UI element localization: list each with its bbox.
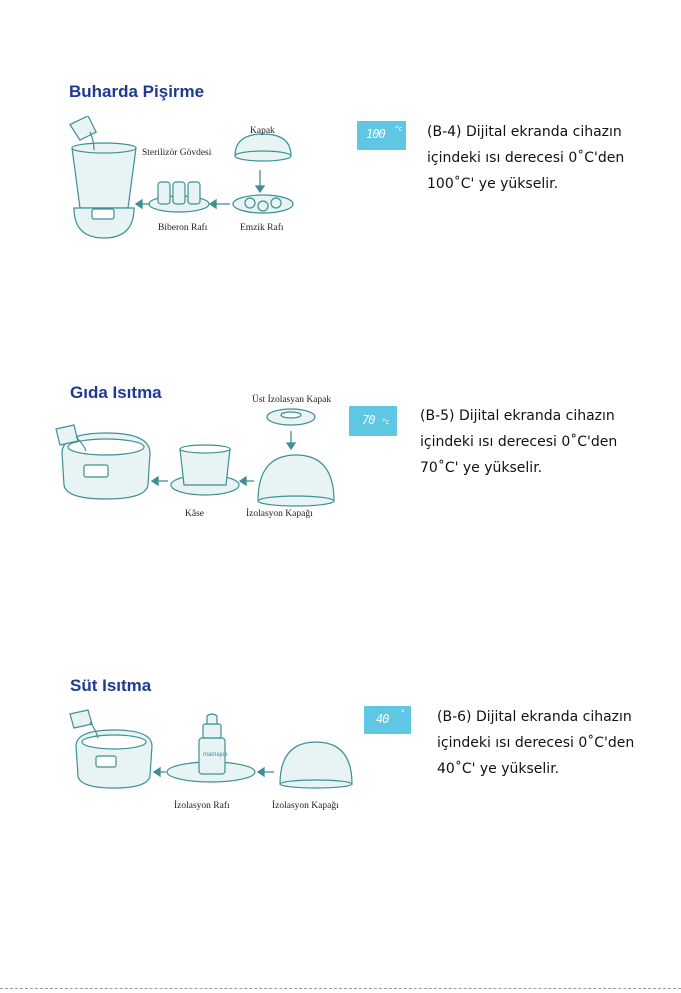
page-bottom-rule xyxy=(0,988,681,989)
label-isolation-lid: İzolasyon Kapağı xyxy=(246,507,313,519)
lcd-value: 40 xyxy=(376,712,389,726)
bottle-brand-text: mamajoe xyxy=(203,752,228,758)
desc-line: içindeki ısı derecesi 0˚C'den xyxy=(420,434,618,450)
label-bottle-rack: Biberon Rafı xyxy=(158,222,208,233)
lcd-display-100: 100 °c xyxy=(357,121,406,150)
lcd-unit: °c xyxy=(382,418,390,426)
label-isolation-lid: İzolasyon Kapağı xyxy=(272,799,339,811)
desc-line: (B-6) Dijital ekranda cihazın xyxy=(437,709,632,725)
section-title-steam: Buharda Pişirme xyxy=(69,82,205,101)
desc-line: içindeki ısı derecesi 0˚C'den xyxy=(437,735,635,751)
desc-line: 70˚C' ye yükselir. xyxy=(420,460,543,476)
steam-sterilizer-illustration: Sterilizör Gövdesi Kapak Biberon Rafı Em… xyxy=(69,116,294,239)
section-title-food: Gıda Isıtma xyxy=(70,383,162,402)
lcd-display-40: 40 ° xyxy=(364,706,411,734)
description-b4: (B-4) Dijital ekranda cihazın içindeki ı… xyxy=(427,119,624,197)
label-lid: Kapak xyxy=(250,126,275,136)
label-top-isolation-lid: Üst İzolasyan Kapak xyxy=(252,393,331,405)
label-bowl: Kâse xyxy=(185,509,204,519)
desc-line: (B-4) Dijital ekranda cihazın xyxy=(427,124,622,140)
description-b5: (B-5) Dijital ekranda cihazın içindeki ı… xyxy=(420,403,617,481)
lcd-unit: ° xyxy=(401,709,405,717)
label-isolation-rack: İzolasyon Rafı xyxy=(174,799,230,811)
desc-line: içindeki ısı derecesi 0˚C'den xyxy=(427,150,625,166)
milk-warming-illustration: mamajoe İzolasyon Rafı İzolasyon Kapağı xyxy=(69,709,353,811)
food-warming-illustration: Üst İzolasyan Kapak Kâse İzolasyon Kapağ… xyxy=(55,393,335,519)
lcd-value: 100 xyxy=(366,127,386,141)
description-b6: (B-6) Dijital ekranda cihazın içindeki ı… xyxy=(437,704,634,782)
lcd-unit: °c xyxy=(395,125,403,133)
label-pacifier-rack: Emzik Rafı xyxy=(240,222,284,233)
lcd-value: 70 xyxy=(362,413,375,427)
lcd-display-70: 70 °c xyxy=(349,406,397,436)
section-title-milk: Süt Isıtma xyxy=(70,676,152,695)
label-sterilizer-body: Sterilizör Gövdesi xyxy=(142,148,212,158)
desc-line: 40˚C' ye yükselir. xyxy=(437,761,560,777)
desc-line: 100˚C' ye yükselir. xyxy=(427,176,559,192)
desc-line: (B-5) Dijital ekranda cihazın xyxy=(420,408,615,424)
sterilizer-body-shape xyxy=(71,147,137,209)
